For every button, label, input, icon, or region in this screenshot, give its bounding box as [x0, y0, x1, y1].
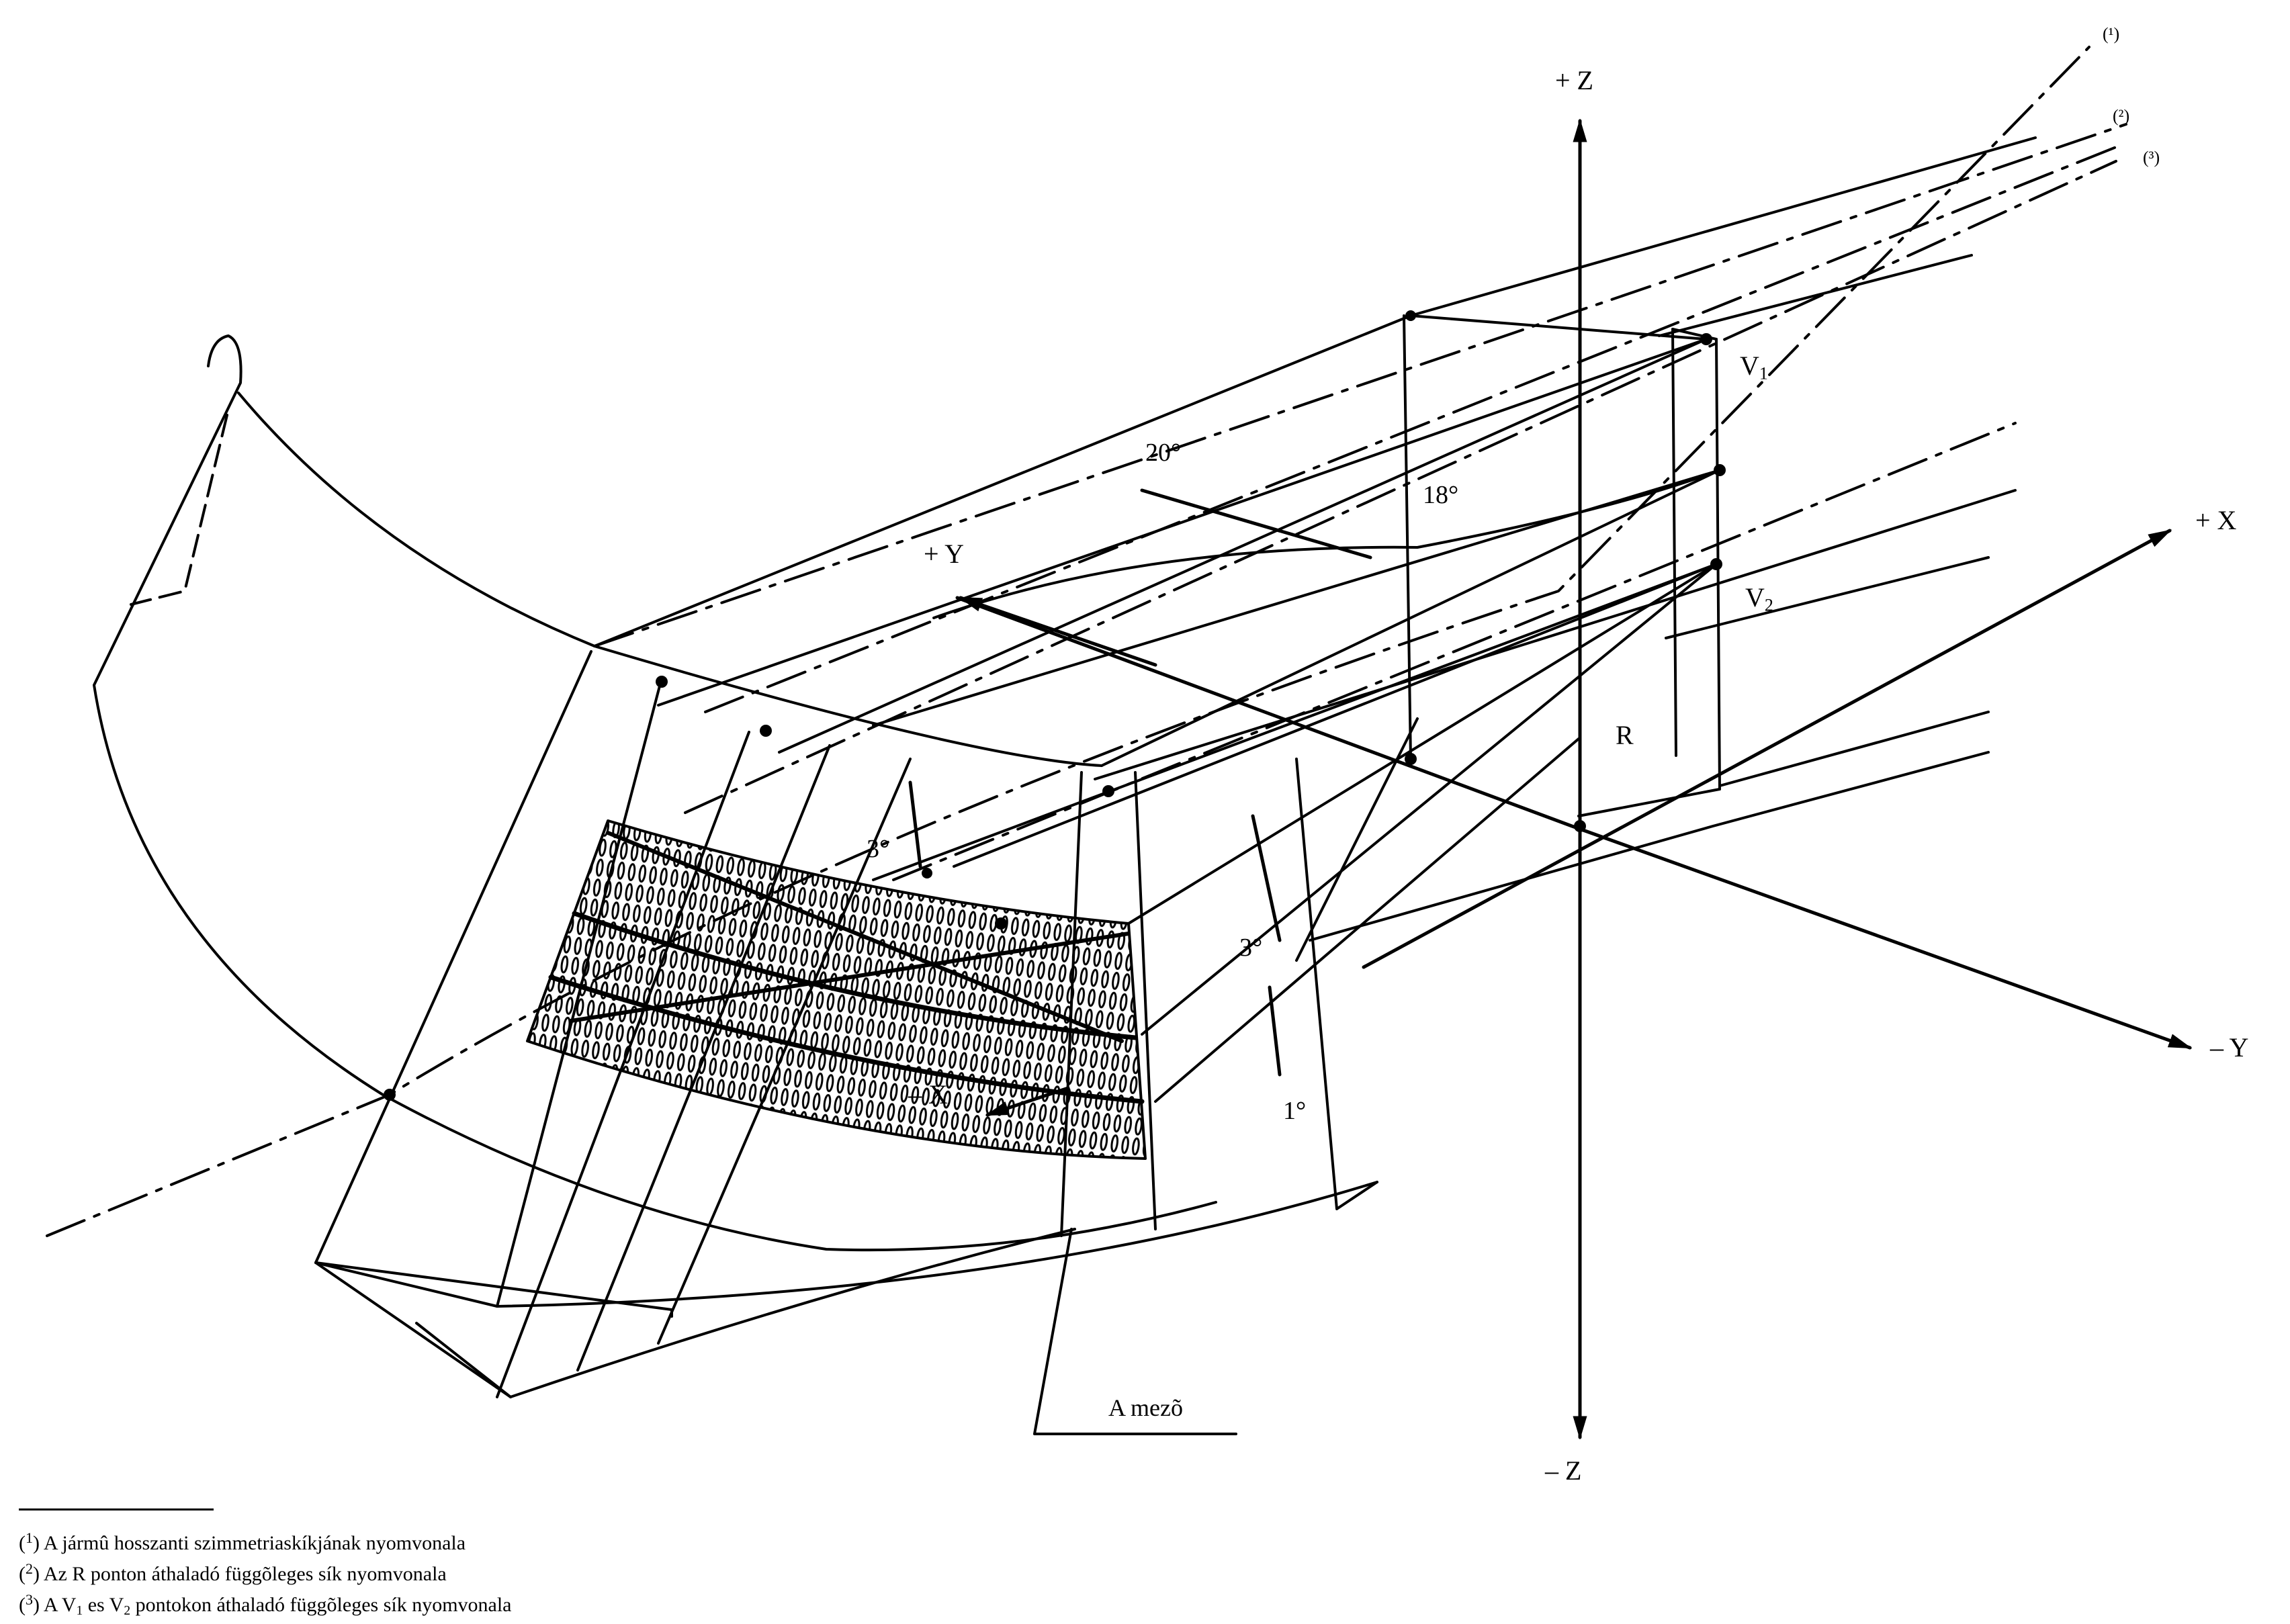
- point-r-label: R: [1616, 720, 1634, 750]
- box-lower-left: [509, 1228, 1076, 1398]
- angle-18-label: 18°: [1423, 481, 1459, 509]
- node-dot: [384, 1089, 396, 1101]
- minus-x-arrow: [985, 1086, 1070, 1117]
- box-right-frame: [1295, 758, 1378, 1210]
- node-dot: [1102, 785, 1114, 797]
- node-dot: [1714, 464, 1726, 476]
- persp-3: [1309, 751, 1990, 942]
- angle-1-label: 1°: [1283, 1097, 1307, 1125]
- minus-y-label: – Y: [2210, 1032, 2249, 1063]
- persp-6: [1094, 489, 2017, 780]
- angle-1-arc: [1268, 985, 1282, 1077]
- node-dot: [656, 676, 668, 688]
- windshield-top-edge: [237, 392, 1103, 767]
- ray-mid-3: [1100, 469, 1721, 767]
- trace-line-2: [593, 123, 2127, 647]
- node-dot: [1700, 333, 1712, 345]
- box-diag-4: [1060, 771, 1083, 1237]
- node-dot: [1574, 820, 1586, 832]
- angle-3-arc-left: [908, 780, 922, 868]
- box-diag-3: [657, 758, 912, 1345]
- windshield-inner-dash: [130, 414, 228, 606]
- x-axis: [1362, 529, 2172, 969]
- footnote-3: (3) A V1 es V2 pontokon áthaladó függõle…: [19, 1590, 512, 1618]
- box-front-left: [314, 650, 592, 1264]
- zone-a-diagonal-2: [569, 932, 1131, 1023]
- trace-line-2b: [704, 143, 2124, 713]
- plus-y-label: + Y: [924, 539, 964, 569]
- ray-low-3: [1127, 563, 1718, 925]
- node-dot: [1405, 753, 1417, 765]
- angle-3-right-label: 3°: [1239, 934, 1263, 962]
- plus-y-arrow: [958, 596, 1157, 667]
- trace-line-1: [46, 46, 2090, 1237]
- zone-a-diagonal-1: [606, 831, 1124, 1043]
- node-dot: [1405, 310, 1416, 321]
- plus-x-label: + X: [2195, 505, 2237, 535]
- ray-top-3: [778, 338, 1708, 754]
- footnote-1: (1) A jármû hosszanti szimmetriaskíkjána…: [19, 1529, 466, 1554]
- ray-top-2: [657, 338, 1708, 707]
- minus-z-label: – Z: [1545, 1455, 1582, 1486]
- angle-3-arc-right: [1251, 814, 1282, 942]
- box-front-left-2: [496, 677, 663, 1308]
- box-diag-5: [1134, 771, 1157, 1230]
- box-diag-1: [496, 731, 750, 1398]
- trace-marker-2: (²): [2113, 106, 2130, 126]
- trace-marker-3: (³): [2143, 148, 2160, 167]
- point-v1-label: V1: [1740, 351, 1768, 384]
- angle-20-label: 20°: [1145, 439, 1182, 467]
- zone-a-label: A mezõ: [1108, 1394, 1183, 1421]
- plus-z-label: + Z: [1555, 65, 1593, 95]
- y-axis: [955, 596, 2193, 1050]
- a-mezo-frame: [1033, 1228, 1237, 1435]
- node-dot: [995, 917, 1007, 930]
- box-lower-band: [314, 1261, 512, 1398]
- trace-line-4: [892, 422, 2017, 881]
- plane-a-vertical: [1403, 314, 1412, 760]
- footnote-2: (2) Az R ponton áthaladó függõleges sík …: [19, 1560, 447, 1585]
- box-diag-2: [576, 744, 831, 1371]
- trace-line-3: [684, 160, 2117, 814]
- footnote-rule: [19, 1508, 214, 1510]
- persp-1: [1409, 136, 2037, 317]
- ray-mid-1: [932, 469, 1721, 619]
- box-bottom-front: [314, 1181, 1378, 1308]
- ray-low-4: [1141, 563, 1718, 1036]
- footnotes: (1) A jármû hosszanti szimmetriaskíkjána…: [19, 1508, 512, 1624]
- angle-3-left-label: 3°: [867, 835, 890, 863]
- box-front-inner: [314, 1261, 673, 1318]
- node-dot: [760, 725, 772, 737]
- plane-b-vertical: [1671, 328, 1677, 757]
- ray-low-2: [953, 563, 1718, 868]
- plane-c-bottom: [1577, 788, 1721, 817]
- trace-marker-1: (¹): [2103, 24, 2120, 44]
- ray-low-6: [1295, 717, 1419, 962]
- ray-low-5: [1154, 737, 1580, 1103]
- node-dot: [1710, 558, 1722, 570]
- node-dot: [922, 868, 932, 878]
- persp-4: [1718, 711, 1990, 787]
- angle-20-arc: [1140, 488, 1372, 559]
- persp-2: [1658, 254, 1973, 337]
- zone-a-band-1: [572, 911, 1138, 1040]
- minus-x-label: – X: [908, 1079, 948, 1110]
- point-v2-label: V2: [1745, 582, 1773, 615]
